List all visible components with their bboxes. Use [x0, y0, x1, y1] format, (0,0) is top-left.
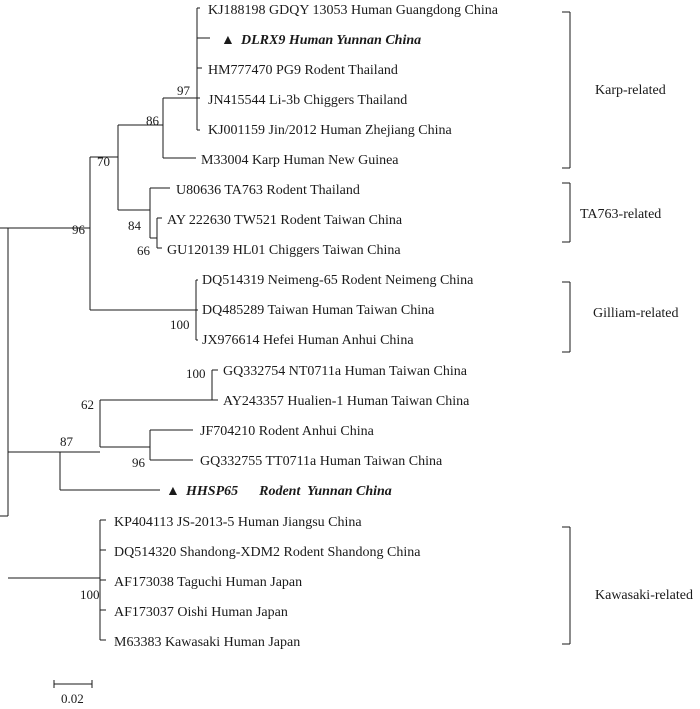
bootstrap-value: 70 [97, 154, 110, 169]
leaf-label-kj001159: KJ001159 Jin/2012 Human Zhejiang China [208, 123, 452, 138]
leaf-label-gq332755: GQ332755 TT0711a Human Taiwan China [200, 454, 443, 469]
bootstrap-value: 100 [80, 587, 100, 602]
leaf-label-dlrx9: DLRX9 Human Yunnan China [240, 33, 421, 48]
leaf-label-dq514320: DQ514320 Shandong-XDM2 Rodent Shandong C… [114, 545, 421, 560]
leaf-label-gu120139: GU120139 HL01 Chiggers Taiwan China [167, 243, 401, 258]
bootstrap-value: 66 [137, 243, 151, 258]
leaf-label-hhsp65: HHSP65 Rodent Yunnan China [185, 484, 392, 499]
bootstrap-value: 97 [177, 83, 191, 98]
group-label-kawasaki: Kawasaki-related [595, 588, 693, 603]
leaf-label-dq485289: DQ485289 Taiwan Human Taiwan China [202, 303, 435, 318]
leaf-label-jn415544: JN415544 Li-3b Chiggers Thailand [208, 93, 407, 108]
bootstrap-value: 100 [186, 366, 206, 381]
leaf-label-dq514319: DQ514319 Neimeng-65 Rodent Neimeng China [202, 273, 474, 288]
bootstrap-value: 86 [146, 113, 160, 128]
group-label-gilliam: Gilliam-related [593, 306, 679, 321]
leaf-label-af173037: AF173037 Oishi Human Japan [114, 605, 288, 620]
bootstrap-value: 100 [170, 317, 190, 332]
bootstrap-value: 62 [81, 397, 94, 412]
group-label-ta763: TA763-related [580, 207, 661, 222]
leaf-label-kp404113: KP404113 JS-2013-5 Human Jiangsu China [114, 515, 362, 530]
leaf-label-m63383: M63383 Kawasaki Human Japan [114, 635, 300, 650]
leaf-label-ay222630: AY 222630 TW521 Rodent Taiwan China [167, 213, 403, 228]
group-label-karp: Karp-related [595, 83, 666, 98]
leaf-label-jf704210: JF704210 Rodent Anhui China [200, 424, 375, 439]
leaf-label-af173038: AF173038 Taguchi Human Japan [114, 575, 302, 590]
leaf-label-gq332754: GQ332754 NT0711a Human Taiwan China [223, 364, 468, 379]
bootstrap-value: 84 [128, 218, 142, 233]
leaf-label-u80636: U80636 TA763 Rodent Thailand [176, 183, 360, 198]
leaf-label-kj188198: KJ188198 GDQY 13053 Human Guangdong Chin… [208, 3, 499, 18]
leaf-label-m33004: M33004 Karp Human New Guinea [201, 153, 399, 168]
bootstrap-value: 96 [72, 222, 86, 237]
leaf-label-hm777470: HM777470 PG9 Rodent Thailand [208, 63, 398, 78]
leaf-label-ay243357: AY243357 Hualien-1 Human Taiwan China [223, 394, 470, 409]
leaf-label-jx976614: JX976614 Hefei Human Anhui China [202, 333, 414, 348]
leaf-marker-dlrx9: ▲ [221, 33, 235, 48]
bootstrap-value: 96 [132, 455, 146, 470]
tree-branches [0, 7, 571, 645]
bootstrap-value: 87 [60, 434, 74, 449]
leaf-marker-hhsp65: ▲ [166, 484, 180, 499]
scale-bar-label: 0.02 [61, 691, 84, 706]
